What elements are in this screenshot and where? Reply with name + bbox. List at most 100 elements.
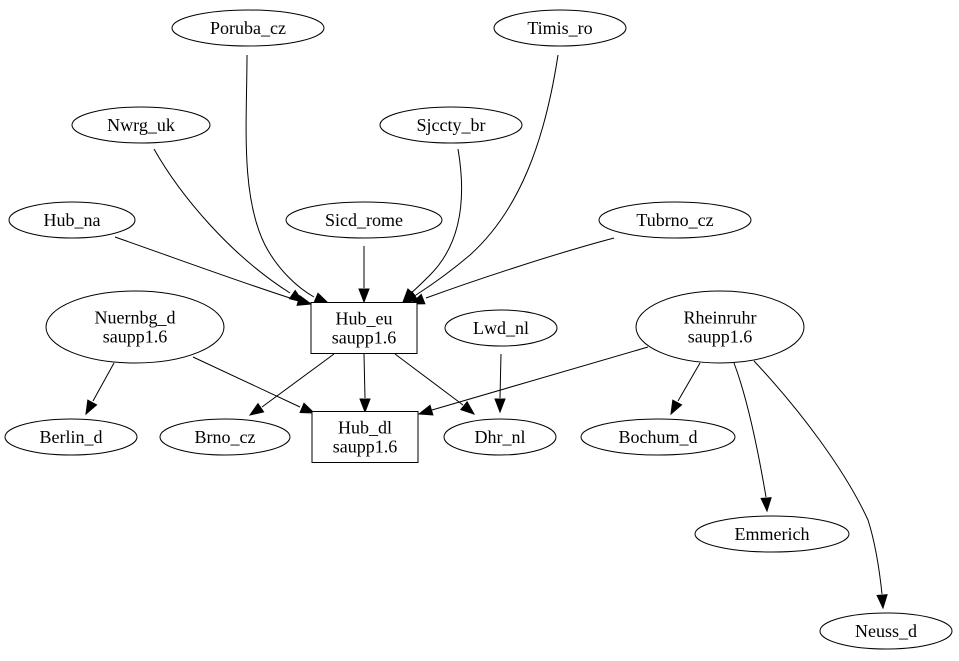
arrowhead-icon <box>313 292 330 304</box>
edge-rheinruhr-to-emmerich <box>733 362 772 513</box>
node-label: Rheinruhr <box>684 308 757 328</box>
edge-lwd-nl-to-dhr-nl <box>494 353 506 414</box>
edge-line <box>153 148 291 294</box>
edge-line <box>114 236 294 300</box>
edge-nuernbg-d-to-berlin-d <box>85 362 115 416</box>
node-tubrno-cz[interactable]: Tubrno_cz <box>598 201 752 239</box>
edge-line <box>92 362 115 402</box>
arrowhead-icon <box>409 293 426 305</box>
node-label: Tubrno_cz <box>636 210 713 230</box>
node-ellipse <box>379 106 523 144</box>
edge-rheinruhr-to-hub-dl <box>417 346 649 416</box>
edge-rheinruhr-to-neuss-d <box>753 360 888 610</box>
arrowhead-icon <box>417 404 434 416</box>
node-sjccty-br[interactable]: Sjccty_br <box>379 106 523 144</box>
node-sublabel: saupp1.6 <box>333 437 398 457</box>
edge-hub-eu-to-dhr-nl <box>394 353 476 415</box>
node-sicd-rome[interactable]: Sicd_rome <box>285 201 443 239</box>
edge-line <box>410 148 463 294</box>
node-label: Nwrg_uk <box>107 115 175 135</box>
node-ellipse <box>285 201 443 239</box>
arrowhead-icon <box>248 402 265 416</box>
node-hub-na[interactable]: Hub_na <box>8 201 136 239</box>
node-label: Brno_cz <box>195 427 256 447</box>
edge-line <box>261 353 335 408</box>
edge-line <box>415 54 559 296</box>
node-label: Nuernbg_d <box>95 308 176 328</box>
edge-line <box>192 356 301 408</box>
edge-line <box>431 346 649 411</box>
node-ellipse <box>635 290 805 364</box>
node-nwrg-uk[interactable]: Nwrg_uk <box>71 106 211 144</box>
node-poruba-cz[interactable]: Poruba_cz <box>171 9 325 47</box>
node-ellipse <box>443 418 557 456</box>
edge-tubrno-cz-to-hub-eu <box>409 237 615 305</box>
node-label: Berlin_d <box>40 427 103 447</box>
node-neuss-d[interactable]: Neuss_d <box>819 612 953 650</box>
arrowhead-icon <box>760 497 772 513</box>
node-ellipse <box>71 106 211 144</box>
node-ellipse <box>580 418 736 456</box>
node-brno-cz[interactable]: Brno_cz <box>159 418 291 456</box>
node-label: Timis_ro <box>527 18 592 38</box>
arrowhead-icon <box>85 399 98 416</box>
node-berlin-d[interactable]: Berlin_d <box>4 418 138 456</box>
node-ellipse <box>493 9 627 47</box>
edge-hub-eu-to-brno-cz <box>248 353 335 416</box>
edge-line <box>733 362 767 498</box>
edges <box>85 54 888 610</box>
node-ellipse <box>4 418 138 456</box>
arrowhead-icon <box>359 398 371 414</box>
node-dhr-nl[interactable]: Dhr_nl <box>443 418 557 456</box>
edge-hub-eu-to-hub-dl <box>359 353 371 414</box>
node-label: Hub_na <box>44 210 101 230</box>
node-label: Hub_eu <box>336 309 393 329</box>
edge-line <box>245 54 315 298</box>
node-ellipse <box>159 418 291 456</box>
arrowhead-icon <box>299 402 316 414</box>
edge-rheinruhr-to-bochum-d <box>670 362 701 416</box>
node-label: Sicd_rome <box>325 210 403 230</box>
node-lwd-nl[interactable]: Lwd_nl <box>444 309 558 347</box>
edge-line <box>425 237 615 299</box>
node-label: Emmerich <box>735 524 810 544</box>
node-ellipse <box>444 309 558 347</box>
node-timis-ro[interactable]: Timis_ro <box>493 9 627 47</box>
edge-hub-na-to-hub-eu <box>114 236 313 306</box>
node-sublabel: saupp1.6 <box>103 327 168 347</box>
arrowhead-icon <box>670 399 683 416</box>
node-label: Sjccty_br <box>417 115 486 135</box>
node-ellipse <box>8 201 136 239</box>
edge-line <box>753 360 883 595</box>
node-box <box>310 302 418 354</box>
node-sublabel: saupp1.6 <box>332 328 397 348</box>
node-ellipse <box>694 515 850 553</box>
edge-line <box>363 353 366 399</box>
node-ellipse <box>598 201 752 239</box>
arrowhead-icon <box>358 288 370 304</box>
edge-line <box>499 353 502 399</box>
node-label: Dhr_nl <box>475 427 526 447</box>
edge-line <box>394 353 464 406</box>
node-emmerich[interactable]: Emmerich <box>694 515 850 553</box>
node-label: Bochum_d <box>619 427 698 447</box>
edge-sicd-rome-to-hub-eu <box>358 246 370 304</box>
node-ellipse <box>171 9 325 47</box>
node-label: Lwd_nl <box>473 318 529 338</box>
arrowhead-icon <box>459 401 476 415</box>
node-label: Hub_dl <box>338 418 392 438</box>
edge-poruba-cz-to-hub-eu <box>245 54 330 304</box>
arrowhead-icon <box>876 594 888 610</box>
edge-nuernbg-d-to-hub-dl <box>192 356 316 414</box>
node-label: Poruba_cz <box>210 18 286 38</box>
node-ellipse <box>819 612 953 650</box>
node-label: Neuss_d <box>855 621 917 641</box>
node-bochum-d[interactable]: Bochum_d <box>580 418 736 456</box>
node-sublabel: saupp1.6 <box>688 327 753 347</box>
arrowhead-icon <box>402 288 417 304</box>
